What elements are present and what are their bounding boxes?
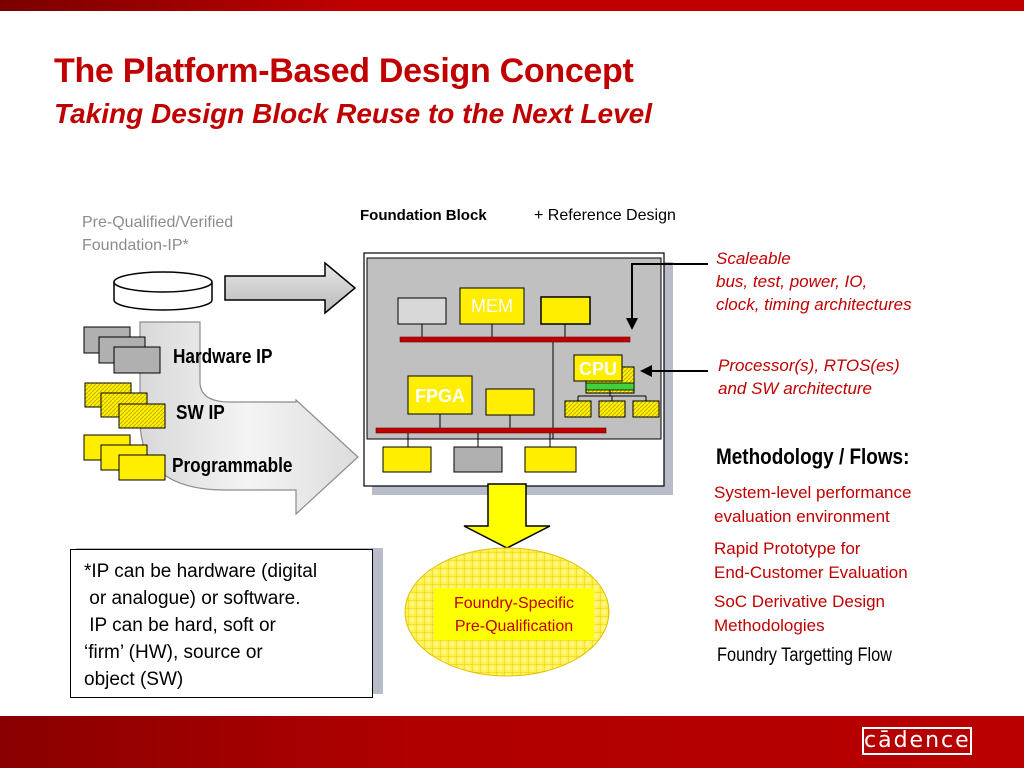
foundry-label-1: Foundry-Specific [454,595,574,612]
processor-note: Processor(s), RTOS(es) and SW architectu… [718,354,900,400]
foundry-flow-label: Foundry Targetting Flow [717,645,892,666]
down-arrow [463,483,551,549]
cadence-logo: cādence [862,727,972,755]
slide-title: The Platform-Based Design Concept [54,52,634,90]
cpu-block [573,354,623,382]
scaleable-line-2: bus, test, power, IO, [716,272,868,291]
platform-diagram: MEM CPU FPGA [363,252,673,495]
flow-line: SoC Derivative Design [714,592,886,611]
scaleable-line-3: clock, timing architectures [716,295,912,314]
scaleable-line-1: Scaleable [716,249,791,268]
flow-line: System-level performance [714,483,912,502]
methodology-heading: Methodology / Flows: [716,444,910,469]
hardware-ip-icon [83,326,161,374]
foundation-block-label: Foundation Block [360,207,487,224]
ip-footnote-box: *IP can be hardware (digital or analogue… [70,549,373,698]
flow-item-soc-derivative: SoC Derivative Design Methodologies [714,590,885,638]
cpu-label: CPU [579,359,617,379]
top-bus [399,336,631,343]
fpga-block [407,375,473,415]
scaleable-note: Scaleable bus, test, power, IO, clock, t… [716,247,912,316]
hardware-ip-label: Hardware IP [173,346,273,368]
flow-item-system-level: System-level performance evaluation envi… [714,481,911,529]
mem-block [459,287,525,325]
slide-subtitle: Taking Design Block Reuse to the Next Le… [54,98,653,129]
foundry-label-2: Pre-Qualification [455,618,573,635]
database-icon [113,271,213,311]
prequal-line-1: Pre-Qualified/Verified [82,214,234,231]
flow-line: Methodologies [714,616,825,635]
prequal-line-2: Foundation-IP* [82,237,189,254]
top-banner [0,0,1024,11]
processor-line-2: and SW architecture [718,379,873,398]
bottom-bus [375,427,607,434]
wafer-icon [404,547,610,677]
flow-item-rapid-prototype: Rapid Prototype for End-Customer Evaluat… [714,537,908,585]
processor-callout-arrow [640,365,708,377]
sw-ip-label: SW IP [176,402,225,424]
fpga-label: FPGA [415,386,465,406]
programmable-label: Programmable [172,455,293,477]
mem-label: MEM [471,296,513,316]
processor-line-1: Processor(s), RTOS(es) [718,356,900,375]
reference-design-label: + Reference Design [534,207,676,224]
scaleable-callout-arrow [626,263,708,330]
bottom-banner [0,716,1024,768]
sw-ip-icon [84,382,166,429]
flow-line: End-Customer Evaluation [714,563,908,582]
prequal-label: Pre-Qualified/Verified Foundation-IP* [82,211,233,257]
right-arrow [224,261,357,315]
programmable-icon [83,434,166,481]
flow-line: Rapid Prototype for [714,539,861,558]
flow-line: evaluation environment [714,507,890,526]
